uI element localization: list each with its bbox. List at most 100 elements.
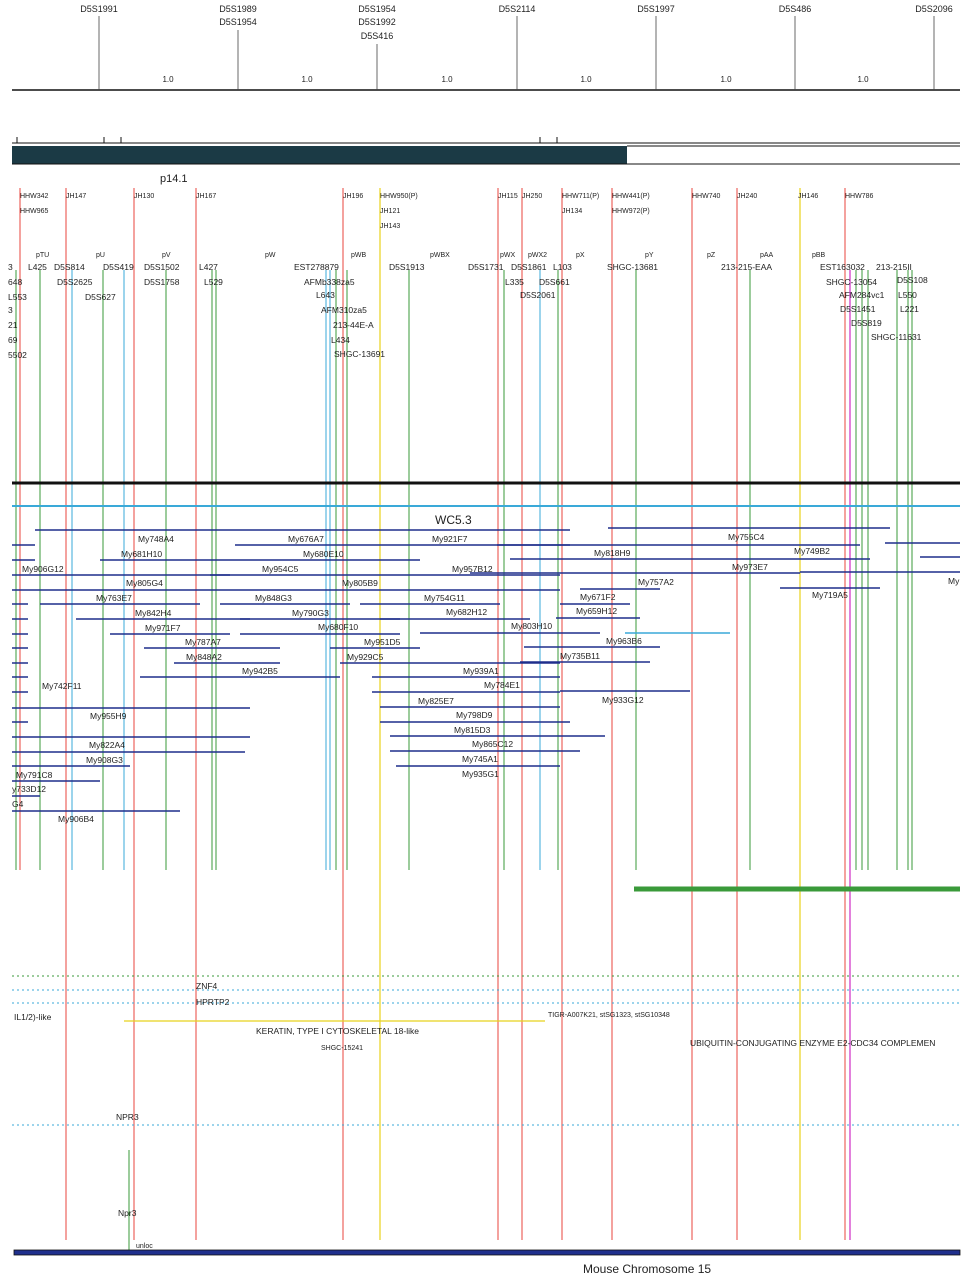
clone-label: My954C5 xyxy=(262,564,299,574)
clone-label: My784E1 xyxy=(484,680,520,690)
sts-label: D5S108 xyxy=(897,275,928,285)
sts-label: D5S1861 xyxy=(511,262,547,272)
sts-label: D5S1451 xyxy=(840,304,876,314)
clone-label: My671F2 xyxy=(580,592,616,602)
sts-label: 213-215II xyxy=(876,262,912,272)
gene-label: unloc xyxy=(136,1243,153,1250)
distance-label: 1.0 xyxy=(857,75,869,84)
probe-label: pWX xyxy=(500,252,516,259)
clone-label: My822A4 xyxy=(89,740,125,750)
sts-label: L553 xyxy=(8,292,27,302)
clone-label: My742F11 xyxy=(42,681,82,691)
yac-label: HHW786 xyxy=(845,193,874,200)
green-sts-lines xyxy=(15,270,913,870)
probe-label: pX xyxy=(576,252,585,259)
probe-label: pWBX xyxy=(430,252,450,259)
physical-map-bar: p14.1 xyxy=(12,137,960,185)
sts-label: L529 xyxy=(204,277,223,287)
yac-label: HHW740 xyxy=(692,193,721,200)
sts-label: D5S1913 xyxy=(389,262,425,272)
sts-label: L103 xyxy=(553,262,572,272)
sts-label: 3 xyxy=(8,305,13,315)
clone-label: My805G4 xyxy=(126,578,163,588)
sts-label: L335 xyxy=(505,277,524,287)
yac-label: JH167 xyxy=(196,193,216,200)
sts-label: L550 xyxy=(898,290,917,300)
clone-label: My921F7 xyxy=(432,534,468,544)
clone-labels: My748A4 My676A7 My921F7 My755C4 My681H10… xyxy=(12,532,960,824)
clone-label: My748A4 xyxy=(138,534,174,544)
yac-labels: HHW342 HHW965 JH147 JH130 JH167 JH196 HH… xyxy=(20,193,874,230)
wc-label: WC5.3 xyxy=(435,513,472,527)
marker-label: D5S1992 xyxy=(358,17,396,27)
marker-label: D5S1991 xyxy=(80,4,118,14)
sts-label: SHGC-11631 xyxy=(871,332,922,342)
distance-labels: 1.0 1.0 1.0 1.0 1.0 1.0 xyxy=(162,75,869,84)
distance-label: 1.0 xyxy=(162,75,174,84)
sts-label: 648 xyxy=(8,277,22,287)
clone-label: My935G1 xyxy=(462,769,499,779)
chromosome-bottom-bar xyxy=(13,1249,961,1256)
yac-label: HHW441(P) xyxy=(612,193,650,200)
sts-label: D5S1502 xyxy=(144,262,180,272)
sts-label: AFM284vc1 xyxy=(839,290,885,300)
clone-label: My815D3 xyxy=(454,725,491,735)
cytoband-p14-1 xyxy=(12,146,627,164)
gene-label: SHGC-15241 xyxy=(321,1045,363,1052)
clone-label: My xyxy=(948,576,960,586)
clone-label: My939A1 xyxy=(463,666,499,676)
probe-label: pBB xyxy=(812,252,826,259)
clone-label: My963B6 xyxy=(606,636,642,646)
clone-label: My848A2 xyxy=(186,652,222,662)
sts-label: L425 xyxy=(28,262,47,272)
sts-label: SHGC-13691 xyxy=(334,349,385,359)
yac-label: JH250 xyxy=(522,193,542,200)
sts-label: D5S627 xyxy=(85,292,116,302)
sts-label: 3 xyxy=(8,262,13,272)
distance-label: 1.0 xyxy=(580,75,592,84)
sts-label: D5S2625 xyxy=(57,277,93,287)
clone-label: My973E7 xyxy=(732,562,768,572)
marker-label: D5S486 xyxy=(779,4,812,14)
clone-label: y733D12 xyxy=(12,784,46,794)
clone-label: My929C5 xyxy=(347,652,384,662)
yac-label: HHW950(P) xyxy=(380,193,418,200)
sts-label: L434 xyxy=(331,335,350,345)
distance-label: 1.0 xyxy=(720,75,732,84)
distance-label: 1.0 xyxy=(301,75,313,84)
yac-label: JH134 xyxy=(562,208,582,215)
yac-label: JH146 xyxy=(798,193,818,200)
yac-label: JH240 xyxy=(737,193,757,200)
genetic-marker-labels: D5S1991 D5S1989 D5S1954 D5S1954 D5S1992 … xyxy=(80,4,953,41)
sts-label: EST163032 xyxy=(820,262,865,272)
sts-label: L643 xyxy=(316,290,335,300)
yac-lines xyxy=(19,188,846,1240)
clone-label: My908G3 xyxy=(86,755,123,765)
marker-label: D5S2096 xyxy=(915,4,953,14)
marker-label: D5S1954 xyxy=(219,17,257,27)
sts-label: D5S819 xyxy=(851,318,882,328)
probe-label: pWB xyxy=(351,252,367,259)
yac-label: HHW972(P) xyxy=(612,208,650,215)
dotted-lines xyxy=(12,975,960,1126)
sts-label: D5S661 xyxy=(539,277,570,287)
chromosome-title: Mouse Chromosome 15 xyxy=(583,1262,712,1276)
marker-label: D5S2114 xyxy=(499,4,536,14)
gene-label: ZNF4 xyxy=(196,981,218,991)
distance-label: 1.0 xyxy=(441,75,453,84)
yac-label: HHW342 xyxy=(20,193,49,200)
clone-label: My906G12 xyxy=(22,564,64,574)
sts-labels: 3 L425 D5S814 D5S419 D5S1502 L427 EST278… xyxy=(8,262,928,360)
clone-label: My763E7 xyxy=(96,593,132,603)
clone-label: My805B9 xyxy=(342,578,378,588)
yac-label: HHW711(P) xyxy=(562,193,599,200)
clone-label: My848G3 xyxy=(255,593,292,603)
yellow-lines xyxy=(379,188,801,1240)
gene-label: NPR3 xyxy=(116,1112,139,1122)
sts-label: L427 xyxy=(199,262,218,272)
probe-label: pV xyxy=(162,252,171,259)
probe-label: pAA xyxy=(760,252,774,259)
clone-label: My906B4 xyxy=(58,814,94,824)
sts-label: D5S2061 xyxy=(520,290,556,300)
